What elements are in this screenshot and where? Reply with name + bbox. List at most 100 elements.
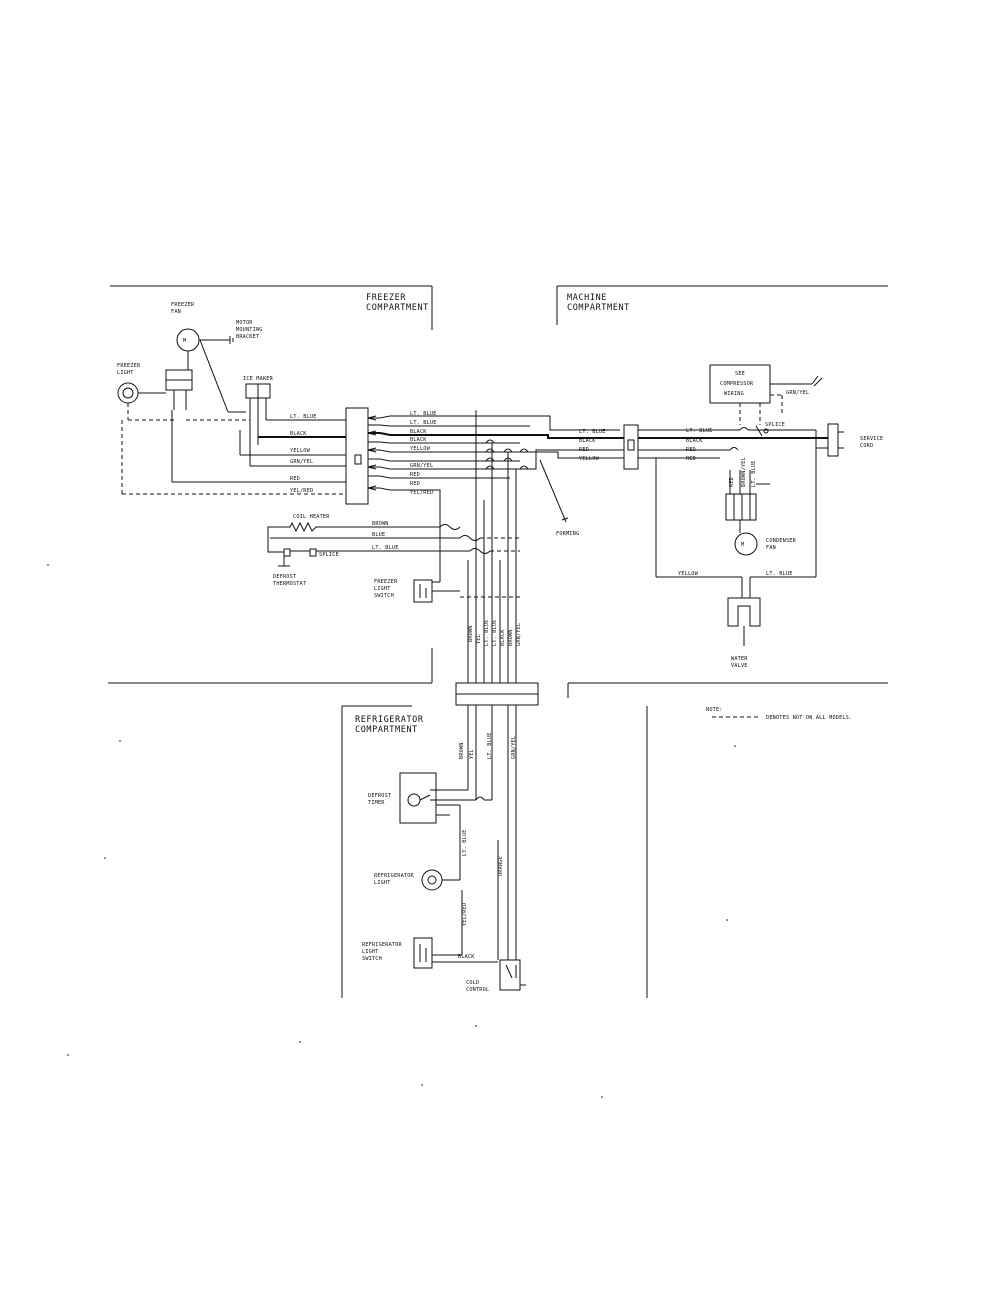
- note-legend-text: DENOTES NOT ON ALL MODELS.: [766, 715, 852, 721]
- wire-label: YEL/RED: [410, 490, 433, 496]
- freezer-left-wires: [121, 339, 346, 495]
- wire-label: BLACK: [290, 431, 307, 437]
- wire-label: RED: [729, 477, 735, 487]
- freezer-light-label-1: FREEZER: [117, 363, 141, 369]
- refrigerator-light: [421, 869, 463, 955]
- freezer-light: [117, 382, 166, 404]
- ice-maker: [245, 383, 271, 445]
- freezer-title-2: COMPARTMENT: [366, 303, 429, 313]
- refrigerator-light-switch: [413, 937, 498, 969]
- service-cord: [816, 423, 844, 457]
- forming-leader: [539, 459, 569, 523]
- defrost-timer-label-1: DEFROST: [368, 793, 391, 799]
- wire-label: LT. BLUE: [487, 732, 493, 759]
- wire-label: BLUE: [372, 532, 385, 538]
- wire-label: BLACK: [410, 437, 427, 443]
- compressor-label-2: COMPRESSOR: [720, 381, 754, 387]
- freezer-light-switch-label-2: LIGHT: [374, 586, 391, 592]
- freezer-light-switch-label-3: SWITCH: [374, 593, 394, 599]
- refrigerator-bundle: [467, 705, 517, 965]
- freezer-light-switch-label-1: FREEZER: [374, 579, 398, 585]
- defrost-thermostat: [278, 548, 317, 567]
- main-connector: [455, 682, 539, 706]
- vertical-bundle: [467, 443, 517, 683]
- refrigerator-switch-label-1: REFRIGERATOR: [362, 942, 403, 948]
- wire-label: LT. BLUE: [579, 429, 606, 435]
- machine-connector: [623, 424, 639, 470]
- compressor-label-3: WIRING: [724, 391, 744, 397]
- wire-label: RED: [290, 476, 300, 482]
- wire-label: BLACK: [500, 629, 506, 646]
- fan-connector: [165, 369, 193, 410]
- defrost-thermostat-label-1: DEFROST: [273, 574, 296, 580]
- condenser-fan-label-2: FAN: [766, 545, 776, 551]
- motor-bracket-label-3: BRACKET: [236, 334, 259, 340]
- refrigerator-switch-label-2: LIGHT: [362, 949, 379, 955]
- wire-label: YELLOW: [579, 456, 600, 462]
- machine-title-1: MACHINE: [567, 293, 607, 303]
- wire-label: BROWN: [508, 629, 514, 646]
- wire-label: BLACK: [410, 429, 427, 435]
- wire-label: BLACK: [686, 438, 703, 444]
- wire-label: LT. BLUE: [484, 619, 490, 646]
- refrigerator-light-label-2: LIGHT: [374, 880, 391, 886]
- wire-label: RED: [686, 447, 696, 453]
- defrost-timer-label-2: TIMER: [368, 800, 385, 806]
- wire-label: YELLOW: [410, 446, 431, 452]
- refrigerator-title-1: REFRIGERATOR: [355, 715, 424, 725]
- refrigerator-title-2: COMPARTMENT: [355, 725, 418, 735]
- wire-label: BROWN: [459, 742, 465, 759]
- compressor-label-1: SEE: [735, 371, 745, 377]
- wire-label: GRN/YEL: [290, 459, 313, 465]
- freezer-harness-connector: [345, 407, 369, 505]
- motor-bracket-label-1: MOTOR: [236, 320, 253, 326]
- wire-label: YELLOW: [290, 448, 311, 454]
- freezer-fan: M: [176, 328, 234, 370]
- wire-label: BROWN: [372, 521, 389, 527]
- wire-crossings: [485, 439, 529, 470]
- note-title: NOTE:: [706, 707, 723, 713]
- wire-label: BLACK: [579, 438, 596, 444]
- center-bundle-arrows: [367, 415, 377, 491]
- freezer-light-label-2: LIGHT: [117, 370, 134, 376]
- water-valve-label-2: VALVE: [731, 663, 748, 669]
- wire-label: LT. BLUE: [766, 571, 793, 577]
- ice-maker-label: ICE MAKER: [243, 376, 274, 382]
- wire-label: ORANGE: [498, 856, 504, 876]
- splice-label: SPLICE: [765, 422, 785, 428]
- svg-text:M: M: [741, 542, 744, 548]
- wire-label: RED: [410, 481, 420, 487]
- wire-label: LT. BLUE: [751, 460, 757, 487]
- wire-label: YEL: [469, 749, 475, 759]
- wire-label: LT. BLUE: [686, 428, 713, 434]
- refrigerator-light-label-1: REFRIGERATOR: [374, 873, 415, 879]
- wire-label: RED: [579, 447, 589, 453]
- machine-title-2: COMPARTMENT: [567, 303, 630, 313]
- motor-bracket-label-2: MOUNTING: [236, 327, 263, 333]
- wire-label: YEL/RED: [290, 488, 313, 494]
- service-cord-label-1: SERVICE: [860, 436, 883, 442]
- wire-label: RED: [686, 456, 696, 462]
- refrigerator-switch-label-3: SWITCH: [362, 956, 382, 962]
- center-bundle-wires: [368, 410, 624, 520]
- condenser-fan: M: [725, 470, 770, 556]
- service-cord-label-2: CORD: [860, 443, 873, 449]
- water-valve: [727, 597, 761, 646]
- wire-label: YEL/RED: [462, 903, 468, 926]
- wire-label: BROWN: [468, 625, 474, 642]
- wire-label: YEL: [476, 634, 482, 644]
- wire-label: LT. BLUE: [462, 829, 468, 856]
- wire-label: GRN/YEL: [511, 736, 517, 759]
- wire-label: BROWN/YEL: [741, 457, 747, 487]
- freezer-fan-label-2: FAN: [171, 309, 181, 315]
- cold-control-label-1: COLD: [466, 980, 479, 986]
- machine-compartment-border: [556, 285, 888, 325]
- wire-label: LT. BLUE: [410, 420, 437, 426]
- scan-specks: [47, 564, 736, 1098]
- condenser-fan-label-1: CONDENSER: [766, 538, 797, 544]
- compressor-wiring-box: [709, 364, 823, 425]
- coil-heater-label: COIL HEATER: [293, 514, 330, 520]
- freezer-compartment-border: [110, 285, 433, 330]
- freezer-title-1: FREEZER: [366, 293, 406, 303]
